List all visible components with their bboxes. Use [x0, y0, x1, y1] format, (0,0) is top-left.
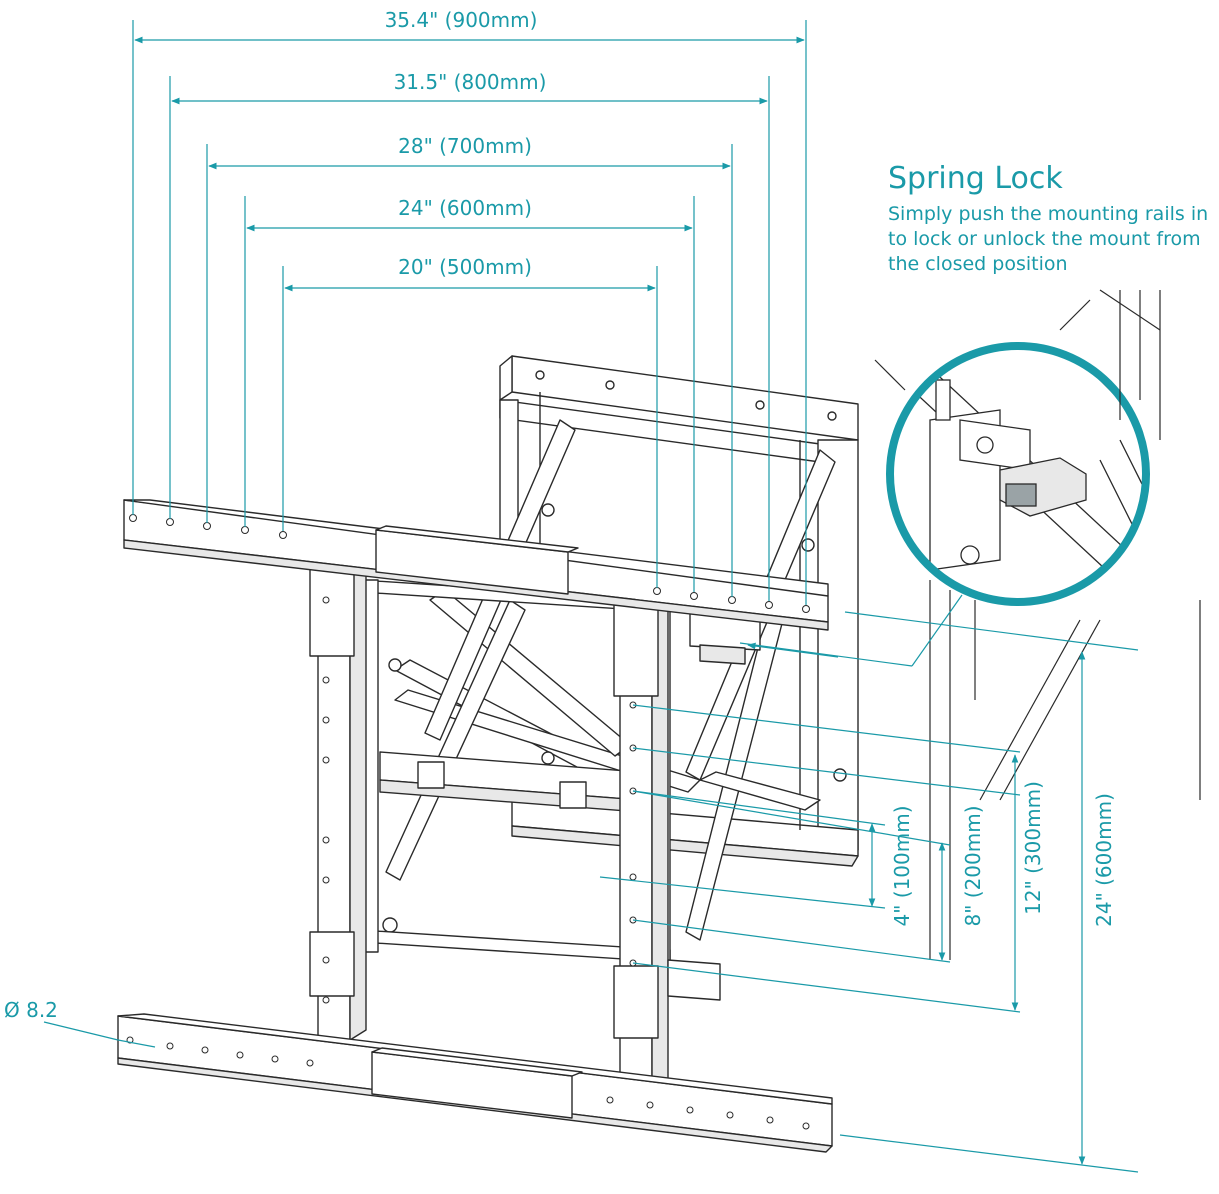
- top-horizontal-rail: [123, 499, 829, 631]
- height-dimension-100: 4" (100mm): [890, 805, 914, 927]
- spring-lock-line-1: Simply push the mounting rails in: [888, 203, 1209, 225]
- hole-diameter-label: Ø 8.2: [4, 998, 58, 1022]
- width-dimension-500: 20" (500mm): [398, 255, 532, 279]
- bottom-horizontal-rail: [117, 1013, 833, 1153]
- width-dimension-800: 31.5" (800mm): [393, 70, 547, 94]
- width-dimension-900: 35.4" (900mm): [384, 8, 538, 32]
- width-dimension-700: 28" (700mm): [398, 134, 532, 158]
- articulating-arms: [379, 419, 847, 941]
- spring-lock-line-2: to lock or unlock the mount from: [888, 228, 1201, 250]
- height-dimension-200: 8" (200mm): [961, 805, 985, 927]
- width-dimension-600: 24" (600mm): [398, 196, 532, 220]
- wall-plate-back: [499, 355, 859, 867]
- spring-lock-title: Spring Lock: [888, 161, 1063, 196]
- height-dimension-600: 24" (600mm): [1092, 793, 1116, 927]
- spring-lock-description: Simply push the mounting rails in to loc…: [888, 202, 1218, 277]
- spring-lock-line-3: the closed position: [888, 253, 1068, 275]
- height-dimension-300: 12" (300mm): [1021, 781, 1045, 915]
- left-vertical-rail: [309, 559, 367, 1041]
- dimension-lines: [43, 20, 1139, 1173]
